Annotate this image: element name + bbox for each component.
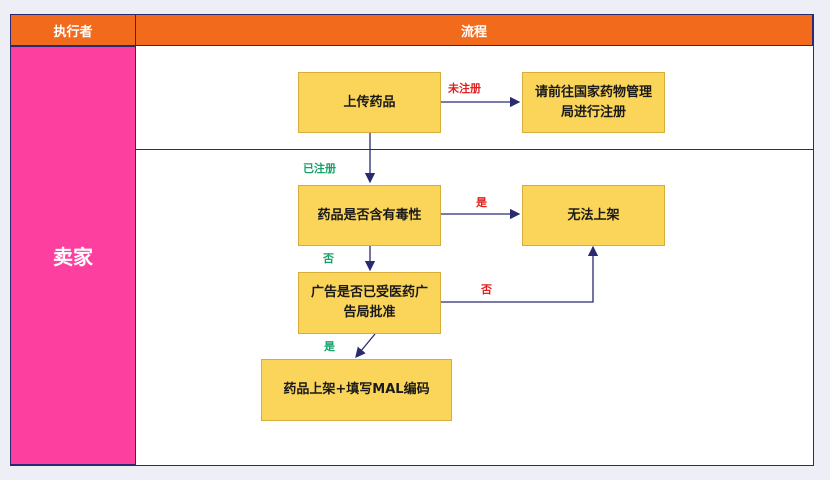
edge-label-approval-yes: 是 bbox=[324, 340, 335, 353]
edge-label-toxic-yes: 是 bbox=[476, 196, 487, 209]
node-toxic-check: 药品是否含有毒性 bbox=[298, 185, 441, 246]
lane-divider-vertical bbox=[135, 46, 136, 465]
node-go-register: 请前往国家药物管理局进行注册 bbox=[522, 72, 665, 133]
lane-seller: 卖家 bbox=[10, 46, 136, 465]
node-ad-approval: 广告是否已受医药广告局批准 bbox=[298, 272, 441, 334]
header-executor: 执行者 bbox=[10, 14, 136, 46]
lane-divider bbox=[135, 149, 813, 150]
edge-label-approval-no: 否 bbox=[481, 283, 492, 296]
edge-label-toxic-no: 否 bbox=[323, 252, 334, 265]
edge-approval-yes-line bbox=[355, 333, 376, 359]
edge-label-unregistered: 未注册 bbox=[448, 82, 481, 95]
node-upload: 上传药品 bbox=[298, 72, 441, 133]
node-cannot-list: 无法上架 bbox=[522, 185, 665, 246]
node-list-mal: 药品上架+填写MAL编码 bbox=[261, 359, 452, 421]
edge-approval-no-line bbox=[441, 245, 599, 303]
header-process: 流程 bbox=[135, 14, 813, 46]
edge-label-registered: 已注册 bbox=[303, 162, 336, 175]
